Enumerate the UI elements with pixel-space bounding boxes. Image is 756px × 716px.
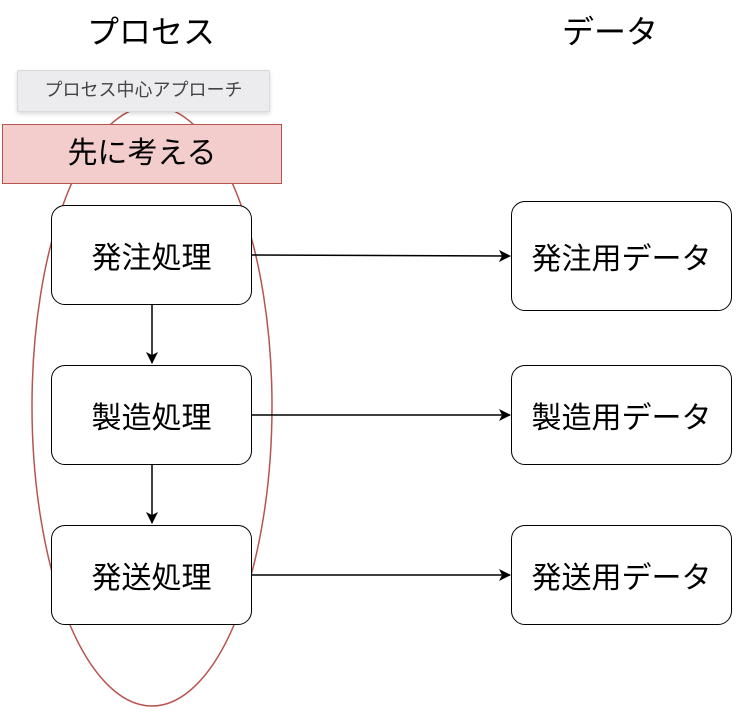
think-first-banner: 先に考える [2,124,282,184]
data-column-title: データ [561,13,658,51]
approach-tag: プロセス中心アプローチ [17,70,270,112]
data-node-order: 発注用データ [511,201,732,311]
process-node-manufacture: 製造処理 [51,365,252,465]
process-node-order: 発注処理 [51,205,252,305]
process-node-shipping: 発送処理 [51,525,252,625]
process-column-title: プロセス [86,13,215,51]
data-node-shipping: 発送用データ [511,525,732,625]
arrow-order-to-order-data [251,249,511,262]
data-node-manufacture: 製造用データ [511,365,732,465]
